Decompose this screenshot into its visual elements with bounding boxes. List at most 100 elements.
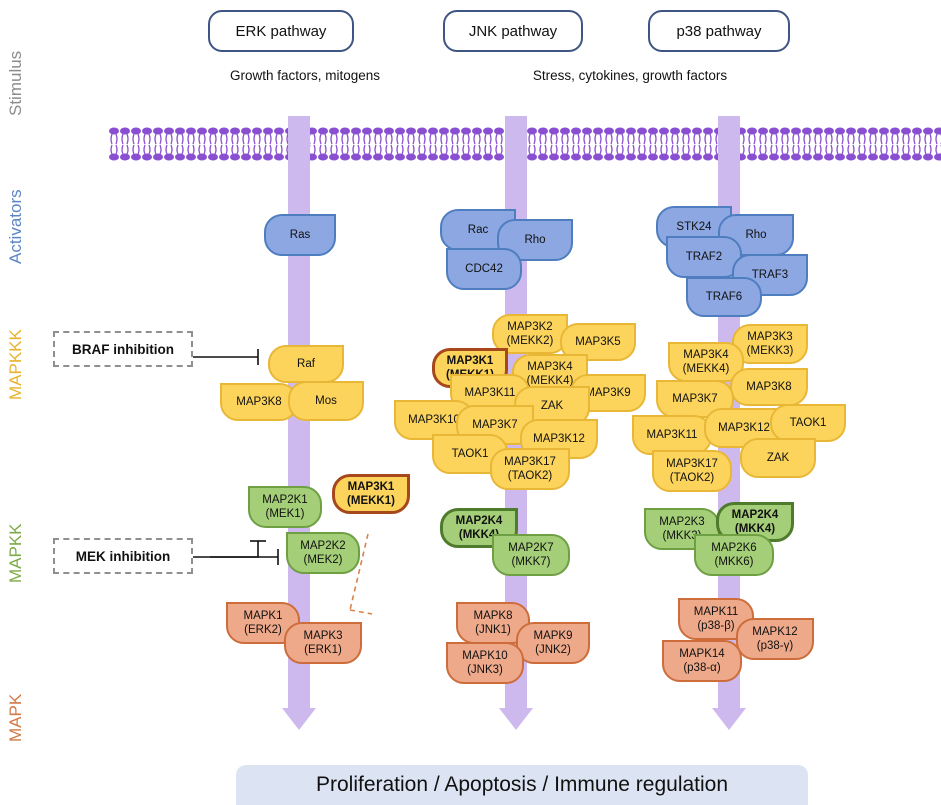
lipid-tail — [561, 144, 569, 155]
lipid-tail — [770, 133, 778, 145]
lipid-tail — [572, 144, 580, 155]
lipid-head — [802, 127, 812, 135]
lipid-tail — [561, 133, 569, 145]
crosstalk-link — [349, 533, 373, 615]
lipid-tail — [803, 144, 811, 155]
lipid-head — [483, 153, 493, 161]
lipid-head — [263, 127, 273, 135]
lipid-tail — [836, 133, 844, 145]
lipid-tail — [880, 133, 888, 145]
lipid-head — [626, 127, 636, 135]
lipid-head — [329, 127, 339, 135]
lipid-tail — [792, 133, 800, 145]
lipid-head — [318, 153, 328, 161]
lipid-head — [186, 127, 196, 135]
lipid-head — [472, 153, 482, 161]
lipid-tail — [627, 144, 635, 155]
lipid-head — [890, 153, 900, 161]
lipid-head — [604, 127, 614, 135]
node-map3k17-p38: MAP3K17 (TAOK2) — [652, 450, 732, 492]
node-map2k2: MAP2K2 (MEK2) — [286, 532, 360, 574]
lipid-head — [494, 153, 504, 161]
lipid-head — [384, 127, 394, 135]
lipid-tail — [473, 144, 481, 155]
lipid-tail — [341, 133, 349, 145]
node-map2k6: MAP2K6 (MKK6) — [694, 534, 774, 576]
lipid-tail — [924, 144, 932, 155]
lipid-head — [175, 127, 185, 135]
lipid-tail — [605, 144, 613, 155]
lipid-tail — [176, 133, 184, 145]
lipid-head — [329, 153, 339, 161]
lipid-head — [857, 127, 867, 135]
lipid-head — [164, 153, 174, 161]
lipid-tail — [638, 144, 646, 155]
lipid-tail — [319, 133, 327, 145]
lipid-head — [274, 127, 284, 135]
lipid-tail — [385, 133, 393, 145]
lipid-tail — [440, 133, 448, 145]
lipid-tail — [154, 144, 162, 155]
side-label-mapk: MAPK — [6, 693, 25, 742]
lipid-head — [527, 127, 537, 135]
inhibition-lines — [188, 349, 279, 565]
lipid-head — [571, 153, 581, 161]
lipid-tail — [330, 133, 338, 145]
lipid-head — [593, 127, 603, 135]
lipid-tail — [462, 133, 470, 145]
lipid-tail — [825, 133, 833, 145]
lipid-head — [769, 127, 779, 135]
lipid-tail — [176, 144, 184, 155]
node-taok1-p38: TAOK1 — [770, 404, 846, 442]
lipid-head — [791, 153, 801, 161]
lipid-tail — [869, 133, 877, 145]
lipid-tail — [528, 144, 536, 155]
lipid-tail — [891, 133, 899, 145]
lipid-tail — [814, 144, 822, 155]
lipid-tail — [363, 133, 371, 145]
lipid-head — [208, 153, 218, 161]
lipid-tail — [352, 144, 360, 155]
lipid-head — [384, 153, 394, 161]
lipid-head — [120, 127, 130, 135]
lipid-tail — [902, 144, 910, 155]
lipid-tail — [638, 133, 646, 145]
lipid-tail — [451, 133, 459, 145]
lipid-head — [560, 153, 570, 161]
lipid-tail — [814, 133, 822, 145]
lipid-tail — [704, 144, 712, 155]
lipid-head — [153, 127, 163, 135]
lipid-tail — [935, 133, 941, 145]
lipid-tail — [594, 144, 602, 155]
lipid-head — [175, 153, 185, 161]
lipid-tail — [770, 144, 778, 155]
lipid-tail — [132, 144, 140, 155]
lipid-head — [703, 153, 713, 161]
lipid-tail — [330, 144, 338, 155]
lipid-head — [109, 127, 119, 135]
lipid-tail — [242, 144, 250, 155]
lipid-tail — [891, 144, 899, 155]
lipid-tail — [484, 133, 492, 145]
lipid-tail — [132, 133, 140, 145]
lipid-head — [461, 153, 471, 161]
lipid-tail — [704, 133, 712, 145]
lipid-tail — [781, 133, 789, 145]
lipid-head — [131, 153, 141, 161]
lipid-head — [802, 153, 812, 161]
lipid-tail — [825, 144, 833, 155]
lipid-tail — [572, 133, 580, 145]
lipid-tail — [165, 144, 173, 155]
lipid-head — [659, 153, 669, 161]
lipid-tail — [759, 133, 767, 145]
lipid-tail — [154, 133, 162, 145]
lipid-tail — [110, 144, 118, 155]
lipid-tail — [935, 144, 941, 155]
node-mapk14: MAPK14 (p38-α) — [662, 640, 742, 682]
lipid-tail — [605, 133, 613, 145]
lipid-tail — [627, 133, 635, 145]
lipid-tail — [495, 133, 503, 145]
lipid-head — [615, 153, 625, 161]
lipid-head — [362, 153, 372, 161]
lipid-head — [351, 127, 361, 135]
